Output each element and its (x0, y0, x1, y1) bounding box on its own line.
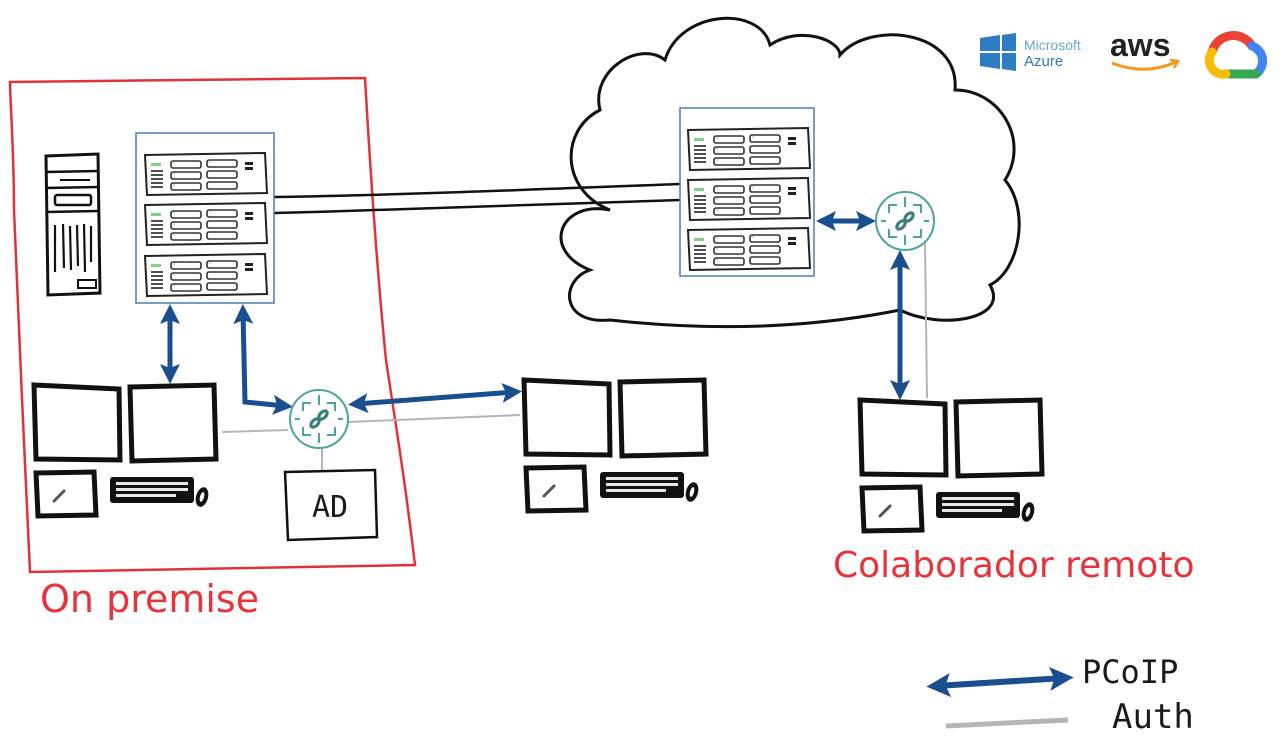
on-premise-label: On premise (40, 577, 259, 621)
pcoip-connections (160, 211, 910, 415)
active-directory-node: AD (283, 468, 379, 542)
on-premise-server-rack (135, 132, 275, 304)
aws-logo-text: aws (1110, 27, 1170, 63)
azure-logo-line1: Microsoft (1024, 37, 1081, 53)
ad-label: AD (312, 490, 348, 525)
azure-logo-line2: Azure (1024, 53, 1063, 70)
aws-logo: aws (1110, 27, 1181, 71)
on-premise-zone (8, 76, 417, 574)
onprem-workstation (34, 385, 216, 516)
onprem-connection-broker-icon (288, 388, 350, 450)
office-workstation (524, 380, 706, 511)
remote-workstation (860, 400, 1042, 531)
legend-auth-swatch (945, 717, 1069, 729)
legend-pcoip-label: PCoIP (1082, 653, 1178, 691)
google-cloud-logo (1204, 31, 1268, 79)
cloud-connection-broker-icon (874, 190, 936, 252)
tower-server-icon (44, 152, 102, 297)
remote-collaborator-label: Colaborador remoto (833, 545, 1194, 586)
wan-link (273, 182, 681, 215)
legend-pcoip-swatch (926, 666, 1074, 698)
legend: PCoIP Auth (926, 653, 1194, 737)
microsoft-azure-logo: Microsoft Azure (980, 33, 1081, 71)
legend-auth-label: Auth (1112, 697, 1194, 737)
cloud-server-rack (679, 107, 815, 277)
auth-connections (221, 239, 928, 470)
